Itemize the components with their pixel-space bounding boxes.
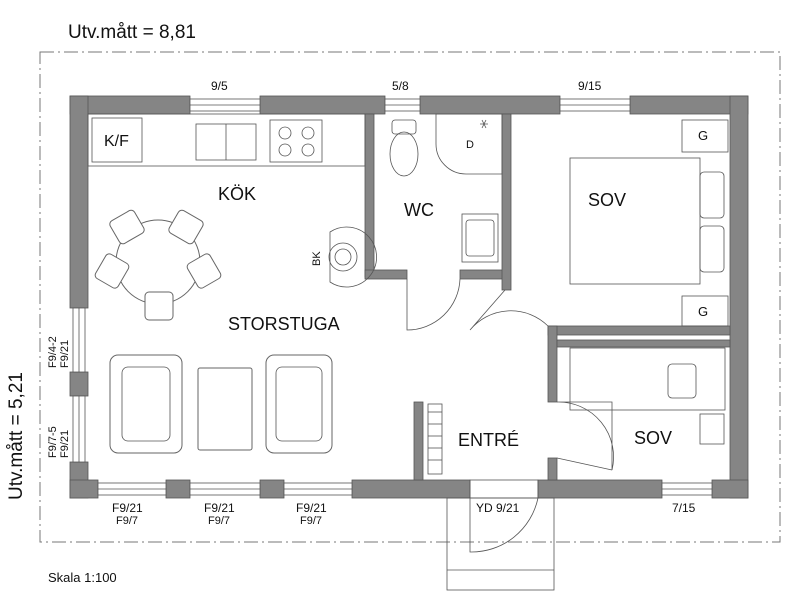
label-g-1: G bbox=[698, 128, 708, 143]
doors bbox=[406, 278, 614, 553]
window-label-bottom-1a: F9/21 bbox=[112, 501, 143, 515]
living-room-furniture bbox=[109, 354, 333, 454]
width-dimension-label: Utv.mått = 8,81 bbox=[68, 22, 196, 43]
window-label-top-mid: 5/8 bbox=[392, 79, 409, 93]
label-bk: BK bbox=[311, 251, 323, 266]
dining-table bbox=[94, 209, 222, 321]
bedroom-2-furniture bbox=[569, 347, 726, 445]
label-d: D bbox=[466, 139, 474, 151]
wood-stove bbox=[328, 226, 377, 288]
window-label-bottom-right: 7/15 bbox=[672, 501, 696, 515]
window-label-left-1b: F9/21 bbox=[59, 340, 71, 368]
scale-label: Skala 1:100 bbox=[48, 570, 117, 585]
room-label-sov-2: SOV bbox=[634, 428, 672, 448]
window-label-bottom-3b: F9/7 bbox=[300, 515, 322, 527]
window-label-bottom-1b: F9/7 bbox=[116, 515, 138, 527]
window-label-left-1a: F9/4-2 bbox=[47, 336, 59, 368]
window-label-left-2b: F9/21 bbox=[59, 430, 71, 458]
room-label-entre: ENTRÉ bbox=[458, 430, 519, 450]
bedroom-1-furniture bbox=[569, 119, 729, 327]
windows bbox=[72, 98, 713, 496]
door-label-entry: YD 9/21 bbox=[476, 501, 520, 515]
window-label-bottom-2b: F9/7 bbox=[208, 515, 230, 527]
kitchen-counter bbox=[87, 113, 366, 167]
window-label-top-left: 9/5 bbox=[211, 79, 228, 93]
window-label-top-right: 9/15 bbox=[578, 79, 602, 93]
window-label-left-2a: F9/7-5 bbox=[47, 426, 59, 458]
label-g-2: G bbox=[698, 304, 708, 319]
outer-dimension-frame bbox=[39, 51, 781, 543]
room-label-kf: K/F bbox=[104, 133, 129, 150]
room-label-wc: WC bbox=[404, 200, 434, 220]
exterior-walls bbox=[69, 95, 749, 499]
height-dimension-label: Utv.mått = 5,21 bbox=[6, 372, 27, 500]
window-label-bottom-3a: F9/21 bbox=[296, 501, 327, 515]
entry-steps bbox=[446, 497, 555, 591]
window-label-bottom-2a: F9/21 bbox=[204, 501, 235, 515]
room-label-storstuga: STORSTUGA bbox=[228, 314, 340, 334]
wc-fixtures bbox=[389, 113, 503, 263]
shoe-rack bbox=[427, 403, 443, 475]
room-label-sov-1: SOV bbox=[588, 190, 626, 210]
room-label-kok: KÖK bbox=[218, 184, 256, 204]
interior-walls bbox=[364, 113, 731, 481]
